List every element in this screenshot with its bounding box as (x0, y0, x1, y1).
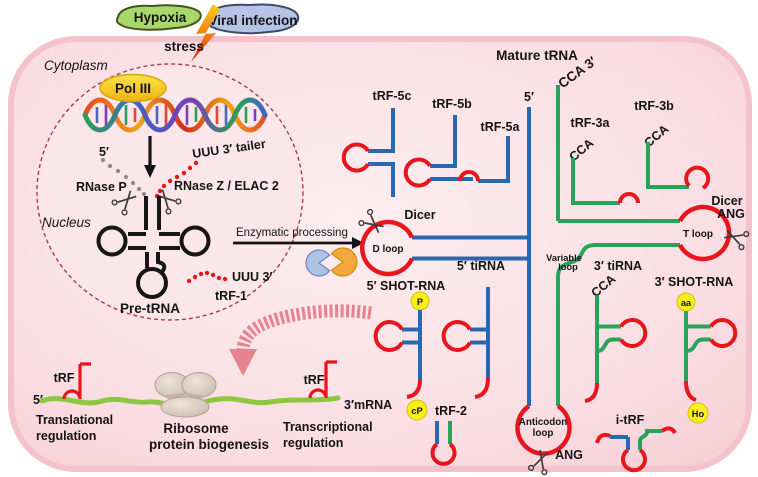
p-badge-label: P (417, 297, 423, 307)
trailer-dots (154, 160, 199, 199)
rnase-z-label: RNase Z / ELAC 2 (174, 179, 279, 193)
viral-infection-label: Viral infection (208, 13, 297, 28)
translational-regulation-label: Translational (36, 413, 113, 427)
pre-trna-cloverleaf (96, 196, 211, 299)
strand-3p-tstem (556, 85, 680, 247)
protein-biogenesis-label: protein biogenesis (149, 437, 269, 452)
cp-badge-label: cP (411, 406, 422, 416)
dicer-label-right: Dicer (711, 194, 742, 208)
tirna5-label: 5′ tiRNA (457, 259, 505, 273)
mrna-3-label: 3′mRNA (344, 398, 392, 412)
cp-badge (406, 399, 428, 421)
five-prime-mrna-label: 5′ (33, 393, 43, 407)
trf3a-label: tRF-3a (571, 116, 611, 130)
strand-5p-dstem (412, 235, 529, 261)
itrf-label: i-tRF (616, 413, 645, 427)
trf2-label: tRF-2 (435, 404, 467, 418)
lightning-icon (191, 4, 220, 62)
t-loop-label: T loop (683, 229, 713, 240)
rnase-p-label: RNase P (76, 180, 127, 194)
translational-regulation-label2: regulation (36, 429, 96, 443)
trf2-fragment: tRF-2 (430, 404, 467, 466)
trf-label-right: tRF (304, 373, 325, 387)
d-loop-label: D loop (372, 244, 403, 255)
trf5b-label: tRF-5b (432, 97, 472, 111)
aa-badge-label: aa (681, 298, 692, 308)
five-prime-label: 5′ (524, 90, 534, 104)
pre-trna-label: Pre-tRNA (120, 301, 180, 316)
uuu3-label: UUU 3′ (232, 270, 273, 284)
processing-step: Enzymatic processing UUU 3′ tRF-1 (186, 227, 372, 376)
trf1-dots (186, 270, 228, 284)
trf1-label: tRF-1 (215, 289, 247, 303)
variable-loop-label: Variable (546, 253, 582, 263)
trf5b-fragment: tRF-5b (403, 97, 473, 188)
nucleus-group: Cytoplasm Nucleus Pol III 5′ UUU 3′ tail… (36, 58, 304, 321)
transcriptional-regulation-label: Transcriptional (283, 420, 373, 434)
transcription-arrow (144, 136, 156, 178)
external-stimuli: Hypoxia Viral infection stress (115, 3, 300, 62)
ho-badge (687, 402, 709, 424)
five-prime-leader-label: 5′ (99, 145, 109, 159)
viral-infection-blob (205, 3, 300, 35)
enzymatic-processing-arrow (233, 237, 364, 249)
shot3-label: 3′ SHOT-RNA (655, 275, 734, 289)
anticodon-loop-circle (515, 404, 572, 456)
anticodon-loop-label: Anticodon (519, 417, 567, 428)
dicer-label-left: Dicer (404, 208, 435, 222)
trf5c-fragment: tRF-5c (341, 89, 412, 197)
enzyme-blue-icon (305, 249, 331, 277)
mature-trna-map: Mature tRNA 5′ CCA 3′ D loop T loop Anti… (341, 48, 751, 477)
ribosome-illustration (154, 372, 217, 418)
enzyme-orange-icon (330, 247, 358, 277)
variable-loop-label2: loop (558, 262, 578, 272)
ho-badge-label: Ho (692, 409, 705, 419)
shot5-label: 5′ SHOT-RNA (367, 279, 446, 293)
d-loop-circle (359, 219, 415, 277)
dna-helix (82, 97, 268, 133)
enzymatic-processing-label: Enzymatic processing (236, 227, 348, 239)
mature-trna-title: Mature tRNA (496, 48, 578, 63)
shot5-fragment: 5′ SHOT-RNA P cP (367, 279, 446, 421)
stress-label: stress (164, 39, 204, 54)
hypoxia-label: Hypoxia (134, 10, 187, 25)
trf3b-label: tRF-3b (634, 99, 674, 113)
tirna3-label: 3′ tiRNA (594, 259, 642, 273)
effect-arrow (229, 304, 372, 376)
cytoplasm-label: Cytoplasm (44, 58, 108, 73)
transcriptional-regulation-label2: regulation (283, 436, 343, 450)
trf5a-fragment: tRF-5a (458, 120, 521, 183)
regulation-footer: 5′ tRF Translational regulation Ribosome… (33, 360, 392, 452)
anticodon-loop-label2: loop (533, 428, 554, 439)
nucleus-label: Nucleus (42, 215, 91, 230)
trf5c-label: tRF-5c (373, 89, 412, 103)
ribosome-label: Ribosome (163, 421, 229, 436)
trf5a-label: tRF-5a (481, 120, 521, 134)
ang-label-bottom: ANG (555, 448, 583, 462)
trf-label-left: tRF (54, 371, 75, 385)
pol-iii-label: Pol III (115, 81, 151, 96)
pol-iii-badge (99, 73, 167, 103)
trf-glyph-left (62, 362, 91, 400)
ang-label-right: ANG (717, 207, 745, 221)
strand-3p-variable (556, 243, 597, 406)
leader-dots (100, 157, 147, 197)
trf-glyph-right (308, 360, 337, 399)
shot3-fragment: 3′ SHOT-RNA aa Ho (655, 275, 738, 424)
itrf-fragment: i-tRF (595, 413, 677, 473)
hypoxia-blob (115, 4, 202, 31)
tirna5-fragment: 5′ tiRNA (441, 259, 505, 399)
